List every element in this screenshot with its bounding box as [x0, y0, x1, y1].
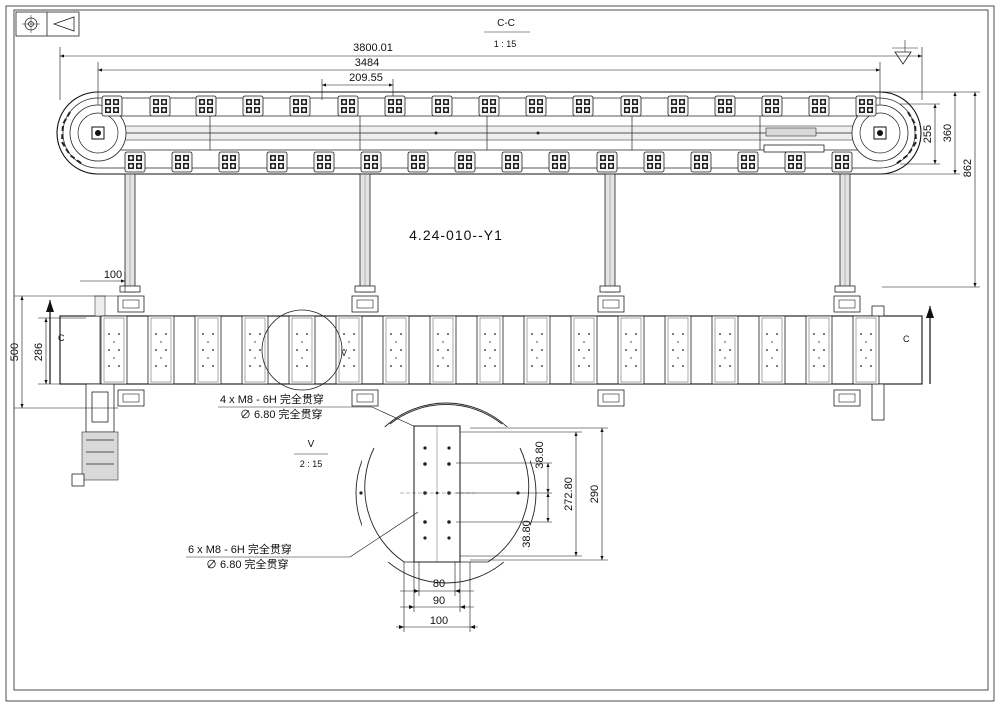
dim-width-a-value: 80 [433, 578, 445, 590]
dim-chain-height-value: 255 [922, 125, 934, 143]
dim-sprocket-centers: 3484 [97, 57, 881, 130]
dim-plan-inner: 286 [33, 317, 86, 385]
drawing-number: 4.24-010--Y1 [409, 227, 503, 243]
conveyor-side-view [56, 91, 922, 175]
dim-frame-height-value: 360 [942, 124, 954, 142]
section-cc-scale: 1 : 15 [494, 39, 517, 49]
section-mark-left: C [58, 333, 65, 343]
view-v-title: V [308, 439, 315, 450]
note-6-holes: 6 x M8 - 6H 完全贯穿 ∅ 6.80 完全贯穿 [186, 511, 419, 571]
note-4-holes-line1: 4 x M8 - 6H 完全贯穿 [220, 392, 324, 406]
dim-pitch-value: 209.55 [349, 72, 383, 84]
dim-hole-spacing-a-value: 38.80 [534, 441, 546, 469]
section-arrow-left: C [46, 300, 65, 384]
dim-detail-right: 38.80 38.80 272.80 290 [456, 427, 608, 561]
view-mark-v: V [341, 348, 347, 358]
dim-plan-width-value: 500 [9, 343, 21, 361]
view-v-scale: 2 : 15 [300, 459, 323, 469]
note-4-holes: 4 x M8 - 6H 完全贯穿 ∅ 6.80 完全贯穿 [218, 392, 419, 429]
dim-overall-length: 3800.01 [59, 42, 923, 100]
datum-marker [892, 40, 918, 65]
support-legs [119, 173, 856, 293]
dim-leg-offset: 100 [80, 269, 126, 292]
top-pallets [101, 95, 877, 117]
section-arrow-right: C [903, 306, 934, 384]
note-6-holes-line2: ∅ 6.80 完全贯穿 [206, 557, 289, 571]
dim-leg-offset-value: 100 [104, 269, 122, 281]
dim-right-heights: 255 360 862 [882, 91, 980, 288]
detail-view-v [355, 402, 537, 584]
dim-detail-bottom: 80 90 100 [396, 562, 478, 632]
dim-plan-inner-value: 286 [33, 343, 45, 361]
dim-sprocket-centers-value: 3484 [355, 57, 379, 69]
dim-hole-spacing-b-value: 38.80 [521, 520, 533, 548]
section-mark-right: C [903, 334, 910, 344]
inner-border [13, 9, 989, 691]
dim-width-c-value: 100 [430, 615, 448, 627]
bottom-pallets [124, 151, 853, 173]
plan-view [59, 295, 923, 487]
dim-plate-height-value: 290 [589, 485, 601, 503]
section-cc-title: C-C [497, 18, 515, 29]
dim-width-b-value: 90 [433, 595, 445, 607]
note-6-holes-line1: 6 x M8 - 6H 完全贯穿 [188, 542, 292, 556]
dim-plan-width: 500 [9, 295, 118, 409]
outer-border [5, 5, 995, 702]
dim-plate-inner-value: 272.80 [563, 477, 575, 511]
dim-total-height-value: 862 [962, 159, 974, 177]
note-4-holes-line2: ∅ 6.80 完全贯穿 [240, 407, 323, 421]
projection-symbol [15, 11, 80, 37]
dim-overall-length-value: 3800.01 [353, 42, 393, 54]
dim-pitch: 209.55 [321, 72, 394, 100]
